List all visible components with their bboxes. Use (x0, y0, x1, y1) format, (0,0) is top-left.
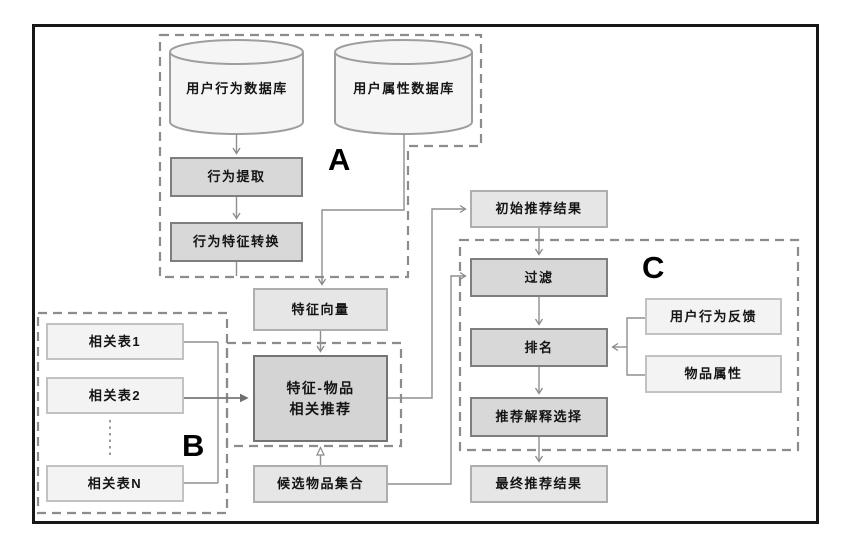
box-related-table-1: 相关表1 (46, 323, 184, 360)
feature-item-dashed-outline (225, 341, 403, 448)
region-a-text: A (328, 142, 351, 177)
explanation-selection-text: 推荐解释选择 (495, 409, 583, 425)
behavior-extraction-text: 行为提取 (207, 169, 266, 185)
feature-item-line2-text: 相关推荐 (289, 400, 352, 417)
region-c-label: C (642, 250, 664, 286)
region-c-outline (458, 238, 800, 452)
db-user-behavior-label: 用户行为数据库 (172, 74, 302, 100)
region-c-text: C (642, 250, 665, 285)
feature-vector-text: 特征向量 (291, 301, 350, 317)
box-behavior-feature-transform: 行为特征转换 (170, 222, 303, 262)
box-behavior-extraction: 行为提取 (170, 157, 303, 197)
behavior-feature-transform-text: 行为特征转换 (192, 234, 280, 250)
region-a-outline (158, 33, 483, 279)
item-attribute-text: 物品属性 (684, 366, 743, 382)
database-cylinder-user-behavior (169, 39, 304, 135)
related-table-n-text: 相关表N (87, 475, 143, 491)
db-user-attribute-text: 用户属性数据库 (353, 80, 455, 96)
db-user-attribute-label: 用户属性数据库 (337, 74, 471, 100)
box-filter: 过滤 (470, 258, 608, 297)
related-table-1-text: 相关表1 (88, 333, 142, 349)
connector-lines (109, 134, 645, 485)
box-feature-item-recommendation: 特征-物品 相关推荐 (253, 355, 388, 442)
initial-result-text: 初始推荐结果 (495, 201, 583, 217)
filter-text: 过滤 (524, 269, 554, 285)
box-initial-result: 初始推荐结果 (470, 190, 608, 228)
box-explanation-selection: 推荐解释选择 (470, 397, 608, 437)
region-a-label: A (328, 142, 350, 178)
region-b-label: B (182, 428, 204, 464)
final-result-text: 最终推荐结果 (495, 476, 583, 492)
user-behavior-feedback-text: 用户行为反馈 (669, 308, 757, 324)
database-cylinder-user-attribute (334, 39, 473, 135)
region-b-text: B (182, 428, 205, 463)
ranking-text: 排名 (524, 339, 554, 355)
db-user-behavior-text: 用户行为数据库 (186, 80, 288, 96)
box-item-attribute: 物品属性 (645, 355, 782, 393)
related-table-2-text: 相关表2 (88, 387, 142, 403)
box-feature-vector: 特征向量 (253, 288, 388, 331)
box-user-behavior-feedback: 用户行为反馈 (645, 298, 782, 335)
feature-item-line1-text: 特征-物品 (286, 379, 355, 396)
candidate-item-set-text: 候选物品集合 (276, 476, 364, 492)
box-related-table-2: 相关表2 (46, 377, 184, 414)
box-ranking: 排名 (470, 328, 608, 367)
box-final-result: 最终推荐结果 (470, 465, 608, 503)
box-related-table-n: 相关表N (46, 465, 184, 502)
box-candidate-item-set: 候选物品集合 (253, 465, 388, 503)
